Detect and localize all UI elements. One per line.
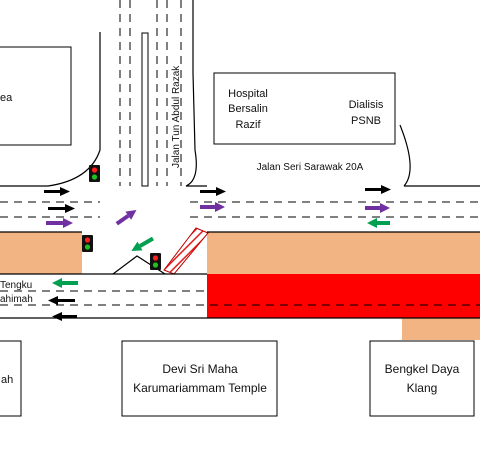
dialisis-label-2: PSNB <box>351 115 381 127</box>
arrow-icon <box>200 187 226 196</box>
arrow-icon <box>52 312 77 321</box>
arrow-icon <box>115 209 137 226</box>
hospital-label-1: Hospital <box>228 88 268 100</box>
road-label-top: Jalan Seri Sarawak 20A <box>257 162 364 173</box>
traffic-light-icon <box>150 253 161 270</box>
arrow-icon <box>365 185 391 194</box>
traffic-light-icon <box>82 235 93 252</box>
road-label-left-1: Tengku <box>0 280 32 291</box>
temple-label-2: Karumariammam Temple <box>133 381 267 395</box>
sidewalk-left <box>0 232 82 274</box>
building-topleft <box>0 46 72 146</box>
dialisis-label-1: Dialisis <box>349 99 384 111</box>
arrow-icon <box>52 278 78 288</box>
arrow-icon <box>131 236 154 251</box>
bldg-bottomleft-label: ah <box>1 374 13 386</box>
arrow-icon <box>48 296 75 305</box>
median-strip <box>141 32 149 187</box>
temple-label-1: Devi Sri Maha <box>162 362 238 376</box>
road-label-vertical: Jalan Tun Abdul Razak <box>171 65 182 168</box>
building-temple <box>121 340 278 417</box>
hatched-crossing <box>163 227 209 275</box>
traffic-light-icon <box>89 165 100 182</box>
arrow-icon <box>200 202 225 212</box>
road-edges <box>0 0 480 319</box>
road-label-left-2: ahimah <box>0 294 33 305</box>
lane-markings <box>0 0 480 306</box>
bengkel-label-1: Bengkel Daya <box>385 362 460 376</box>
building-bottomleft <box>0 340 22 417</box>
arrow-icon <box>48 204 75 213</box>
hospital-label-3: Razif <box>235 119 261 131</box>
red-zone <box>207 274 480 318</box>
hospital-label-2: Bersalin <box>228 103 268 115</box>
sidewalk-bottom-right <box>402 318 480 340</box>
sidewalk-right <box>207 232 480 274</box>
building-hospital <box>213 72 396 145</box>
arrow-icon <box>44 187 70 196</box>
arrow-icon <box>46 218 73 228</box>
building-bengkel <box>369 340 475 417</box>
arrow-icon <box>365 203 390 213</box>
bengkel-label-2: Klang <box>407 381 438 395</box>
bldg-topleft-label: ea <box>0 92 13 104</box>
arrow-icon <box>367 218 390 228</box>
